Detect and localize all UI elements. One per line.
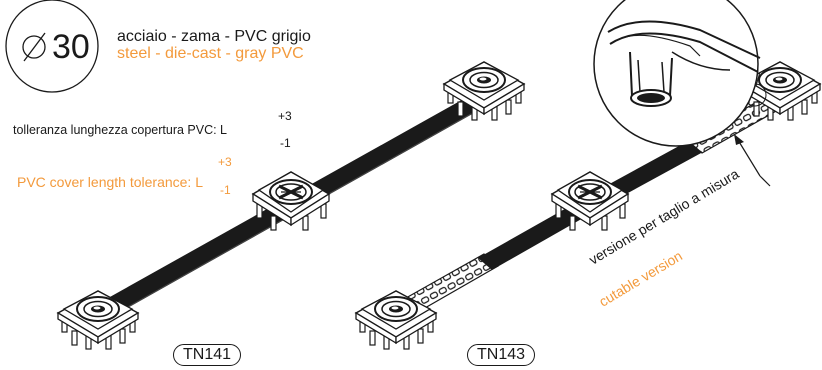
tolerance-it-row: tolleranza lunghezza copertura PVC: L bbox=[13, 123, 227, 137]
diameter-circle bbox=[5, 0, 99, 93]
tolerance-it-upper: +3 bbox=[278, 109, 292, 123]
diameter-value: 30 bbox=[52, 28, 90, 66]
tolerance-it-label: tolleranza lunghezza copertura PVC: L bbox=[13, 123, 228, 137]
zoom-detail bbox=[593, 0, 767, 147]
cutable-pointer bbox=[734, 134, 771, 187]
materials-en: steel - die-cast - gray PVC bbox=[117, 45, 304, 62]
tolerance-en-lower: -1 bbox=[220, 183, 231, 197]
model-label-tn141: TN141 bbox=[173, 344, 242, 366]
tolerance-en-label: PVC cover length tolerance: L bbox=[17, 174, 203, 190]
tolerance-it-lower: -1 bbox=[280, 136, 291, 150]
model-label-tn143: TN143 bbox=[467, 344, 536, 366]
diameter-symbol-icon bbox=[22, 32, 46, 62]
tn141-assembly bbox=[57, 61, 525, 350]
tolerance-en-upper: +3 bbox=[218, 155, 232, 169]
materials-it: acciaio - zama - PVC grigio bbox=[117, 28, 311, 45]
